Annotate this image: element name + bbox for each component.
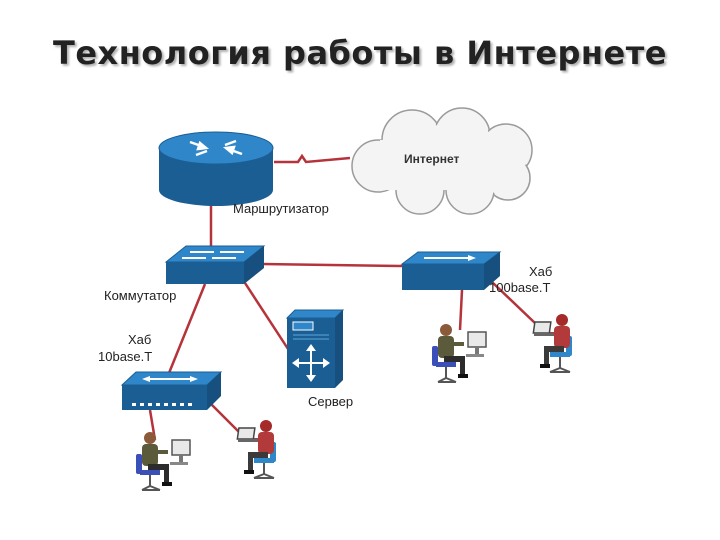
network-links bbox=[148, 153, 537, 441]
link-hub-right-pc1 bbox=[458, 289, 464, 331]
hub-right-icon bbox=[400, 251, 502, 290]
link-hub-right-pc2 bbox=[491, 281, 537, 325]
internet-label: Интернет bbox=[404, 152, 460, 166]
hub-right-label-line1: Хаб bbox=[529, 264, 552, 279]
link-switch-hub-left bbox=[165, 283, 207, 379]
hub-left-icon bbox=[120, 371, 223, 410]
router-label: Маршрутизатор bbox=[233, 201, 329, 216]
link-switch-hub-right bbox=[261, 262, 403, 268]
user-workstation-left-1 bbox=[135, 431, 191, 491]
server-icon bbox=[285, 309, 345, 388]
user-workstation-right-2 bbox=[532, 313, 573, 373]
user-workstation-right-1 bbox=[431, 323, 487, 383]
page-title: Технология работы в Интернете bbox=[53, 34, 667, 72]
switch-icon bbox=[164, 245, 266, 284]
router-icon bbox=[158, 131, 274, 206]
link-router-internet bbox=[274, 153, 351, 164]
hub-left-label-line1: Хаб bbox=[128, 332, 151, 347]
server-label: Сервер bbox=[308, 394, 353, 409]
hub-left-label-line2: 10base.T bbox=[98, 349, 152, 364]
user-workstation-left-2 bbox=[236, 419, 277, 479]
internet-cloud: Интернет bbox=[351, 107, 533, 215]
hub-right-label-line2: 100base.T bbox=[489, 280, 550, 295]
link-switch-server bbox=[243, 282, 292, 353]
switch-label: Коммутатор bbox=[104, 288, 176, 303]
